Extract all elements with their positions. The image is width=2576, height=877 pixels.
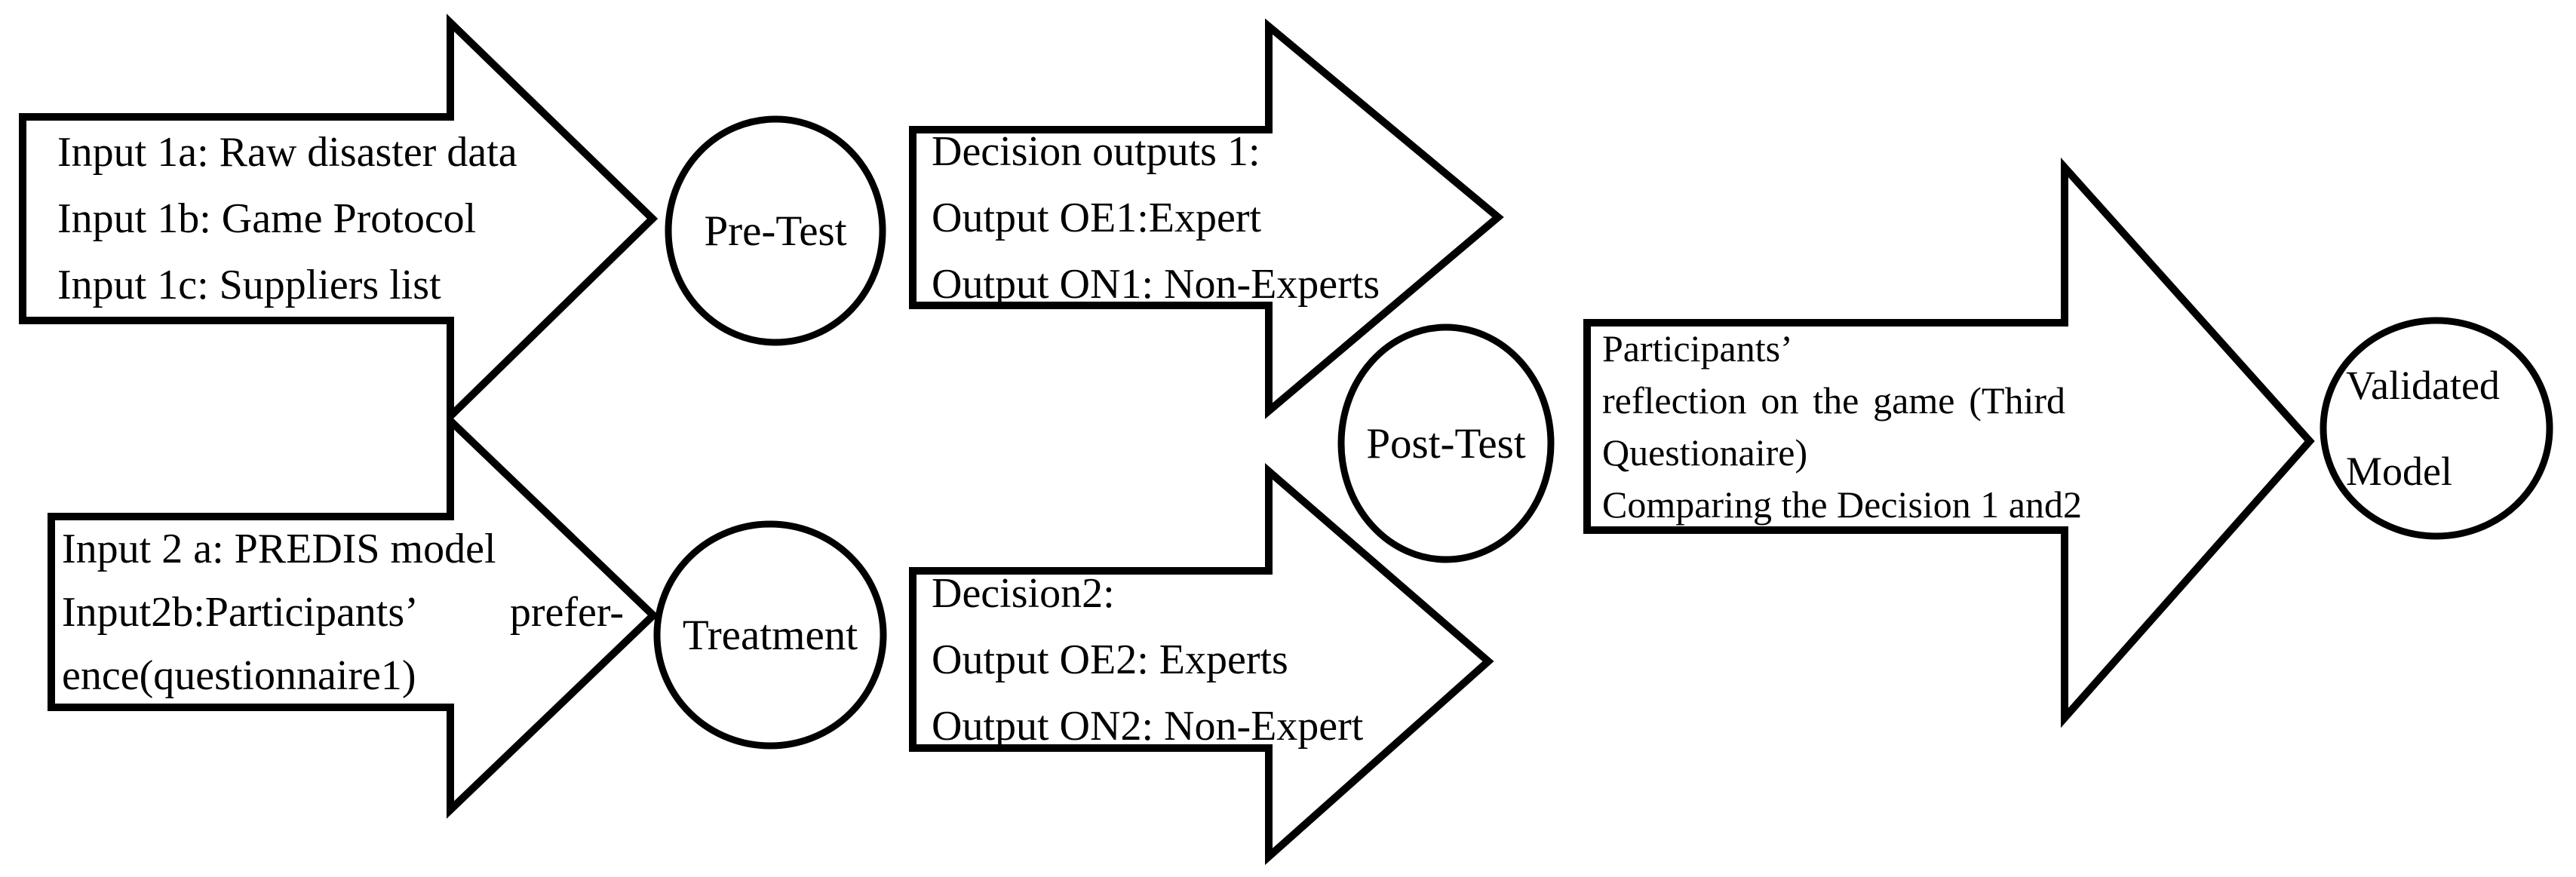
circle-treatment (653, 520, 887, 750)
reflection-line-2: reflection on the game (Third (1602, 379, 2065, 422)
inputs2-line-1: Input 2 a: PREDIS model (62, 525, 496, 572)
block-arrow-reflection (1583, 157, 2315, 728)
circle-post-test (1337, 324, 1555, 563)
pre-test-label-text: Pre-Test (704, 207, 847, 255)
inputs1-text: Input 1a: Raw disaster data Input 1b: Ga… (57, 117, 706, 320)
circle-pre-test (665, 115, 886, 346)
decision1-text: Decision outputs 1: Output OE1:Expert Ou… (932, 128, 1535, 308)
validated-model-line-1: Validated (2346, 363, 2500, 408)
circle-validated-model (2320, 317, 2553, 540)
inputs2-line-3: ence(questionnaire1) (62, 652, 416, 699)
decision1-line-3: Output ON1: Non-Experts (932, 260, 1380, 308)
inputs1-line-2: Input 1b: Game Protocol (57, 195, 477, 242)
reflection-line-4: Comparing the Decision 1 and2 (1602, 483, 2082, 526)
decision2-line-2: Output OE2: Experts (932, 636, 1288, 683)
block-arrow-decision2 (909, 463, 1494, 866)
block-arrow-inputs1 (19, 14, 659, 425)
inputs2-line-2: Input2b:Participants’ prefer- (62, 588, 624, 636)
decision1-line-1: Decision outputs 1: (932, 127, 1260, 175)
reflection-line-1: Participants’ (1602, 327, 1793, 370)
treatment-label-text: Treatment (682, 611, 858, 659)
inputs1-line-3: Input 1c: Suppliers list (57, 262, 441, 308)
decision2-line-3: Output ON2: Non-Expert (932, 702, 1364, 750)
validated-model-label: Validated Model (2335, 320, 2557, 536)
validated-model-line-2: Model (2346, 449, 2452, 494)
post-test-label-text: Post-Test (1366, 419, 1526, 468)
reflection-text: Participants’ reflection on the game (Th… (1602, 324, 2082, 529)
inputs2-text: Input 2 a: PREDIS model Input2b:Particip… (62, 517, 624, 707)
block-arrow-decision1 (909, 18, 1504, 419)
block-arrow-inputs2 (48, 412, 659, 819)
decision2-line-1: Decision2: (932, 569, 1115, 617)
decision2-text: Decision2: Output OE2: Experts Output ON… (932, 570, 1535, 750)
reflection-line-3: Questionaire) (1602, 431, 1808, 474)
treatment-label: Treatment (657, 524, 883, 746)
pre-test-label: Pre-Test (668, 119, 883, 342)
decision1-line-2: Output OE1:Expert (932, 194, 1262, 241)
inputs1-line-1: Input 1a: Raw disaster data (57, 129, 517, 176)
post-test-label: Post-Test (1341, 327, 1551, 560)
